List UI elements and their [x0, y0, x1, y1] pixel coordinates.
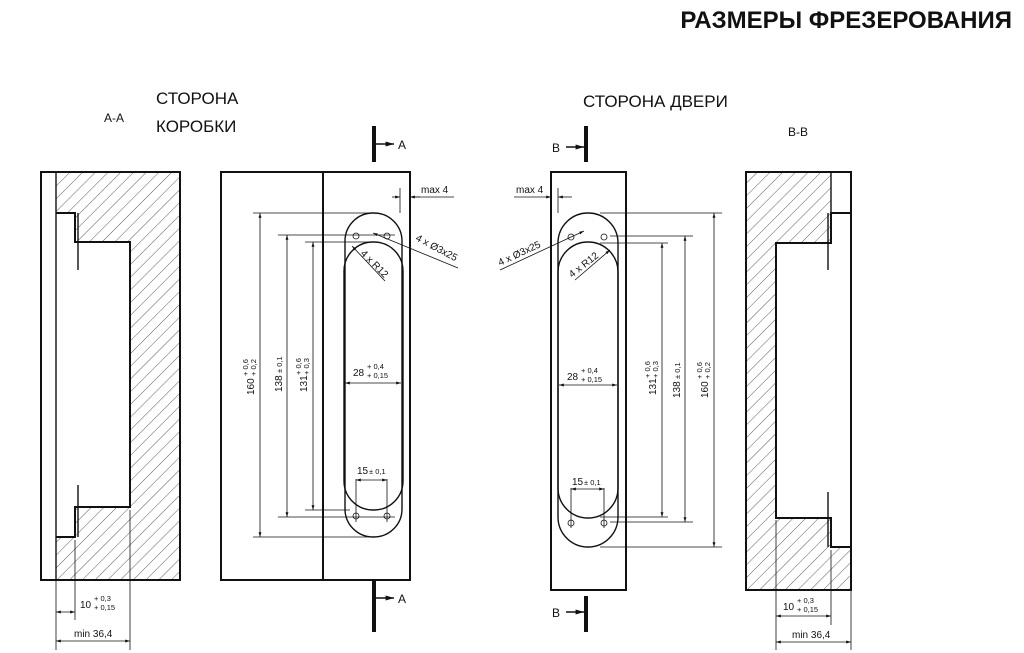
dim-10-value: 10	[80, 600, 92, 611]
door-side-label: СТОРОНА ДВЕРИ	[583, 92, 728, 111]
dim-28-upper: + 0,4	[367, 362, 384, 371]
dim-160-value: 160	[700, 381, 711, 398]
milling-slot-outer	[344, 212, 403, 538]
dim-10-upper: + 0,3	[797, 596, 814, 605]
dim-131-upper: + 0,6	[294, 358, 303, 375]
box-side-label-line1: СТОРОНА	[156, 89, 239, 108]
dim-138-value: 138	[274, 375, 285, 392]
section-b-b-label: B-B	[788, 125, 808, 139]
cut-mark-b-top: B	[552, 126, 588, 162]
dim-15-value: 15	[572, 477, 584, 488]
dim-138-tol: ± 0,1	[275, 356, 284, 373]
dim-131-upper: + 0,6	[643, 361, 652, 378]
cut-label-b: B	[552, 141, 560, 155]
dim-15-tol: ± 0,1	[369, 467, 386, 476]
max-4-label: max 4	[516, 185, 544, 196]
dim-160-upper: + 0,6	[241, 359, 250, 376]
dim-160-value: 160	[246, 378, 257, 395]
hatched-door	[746, 172, 851, 590]
dim-min-36-4: min 36,4	[74, 629, 113, 640]
dim-min-36-4: min 36,4	[792, 630, 831, 641]
dim-138-value: 138	[672, 381, 683, 398]
section-a-a-label: A-A	[104, 111, 124, 125]
dim-10-upper: + 0,3	[94, 594, 111, 603]
dim-10-lower: + 0,15	[797, 605, 818, 614]
radius-label: 4 x R12	[567, 250, 601, 280]
dim-10-value: 10	[783, 602, 795, 613]
cut-mark-a-top: A	[372, 126, 406, 162]
dim-160-lower: + 0,2	[703, 362, 712, 379]
milling-slot-inner	[343, 241, 404, 511]
holes-label: 4 x Ø3x25	[497, 239, 543, 268]
dim-15-tol: ± 0,1	[584, 478, 601, 487]
cut-label-a: A	[398, 592, 406, 606]
max-4-label: max 4	[421, 185, 449, 196]
dim-28-lower: + 0,15	[581, 375, 602, 384]
door-side-view: СТОРОНА ДВЕРИ B B max 4 4 x Ø3x25 4 x R1…	[497, 92, 728, 632]
dim-28-lower: + 0,15	[367, 371, 388, 380]
dim-28-value: 28	[567, 372, 579, 383]
dim-28-upper: + 0,4	[581, 366, 598, 375]
dim-131-lower: + 0,3	[302, 358, 311, 375]
hatched-frame	[56, 172, 180, 580]
dim-131-value: 131	[299, 375, 310, 392]
box-side-view: СТОРОНА КОРОБКИ A A max 4 4 x Ø3x25	[156, 89, 459, 632]
cut-mark-a-bottom: A	[372, 580, 406, 632]
dim-10-lower: + 0,15	[94, 603, 115, 612]
cut-label-a: A	[398, 138, 406, 152]
page-title: РАЗМЕРЫ ФРЕЗЕРОВАНИЯ	[680, 7, 1012, 34]
dim-131-lower: + 0,3	[651, 361, 660, 378]
section-a-a: A-A 10 + 0,3 + 0,15 min 36,4	[40, 111, 181, 650]
dim-28-value: 28	[353, 368, 365, 379]
dim-138-tol: ± 0,1	[673, 362, 682, 379]
section-b-b: B-B 10 + 0,3 + 0,15 min 36,4	[745, 125, 852, 650]
dim-131-value: 131	[648, 378, 659, 395]
cut-label-b: B	[552, 606, 560, 620]
dim-160-upper: + 0,6	[695, 362, 704, 379]
cut-mark-b-bottom: B	[552, 596, 588, 632]
dim-15-value: 15	[357, 466, 369, 477]
box-side-label-line2: КОРОБКИ	[156, 117, 236, 136]
dim-160-lower: + 0,2	[249, 359, 258, 376]
radius-label: 4 x R12	[358, 248, 390, 280]
milling-slot-inner	[557, 241, 619, 519]
